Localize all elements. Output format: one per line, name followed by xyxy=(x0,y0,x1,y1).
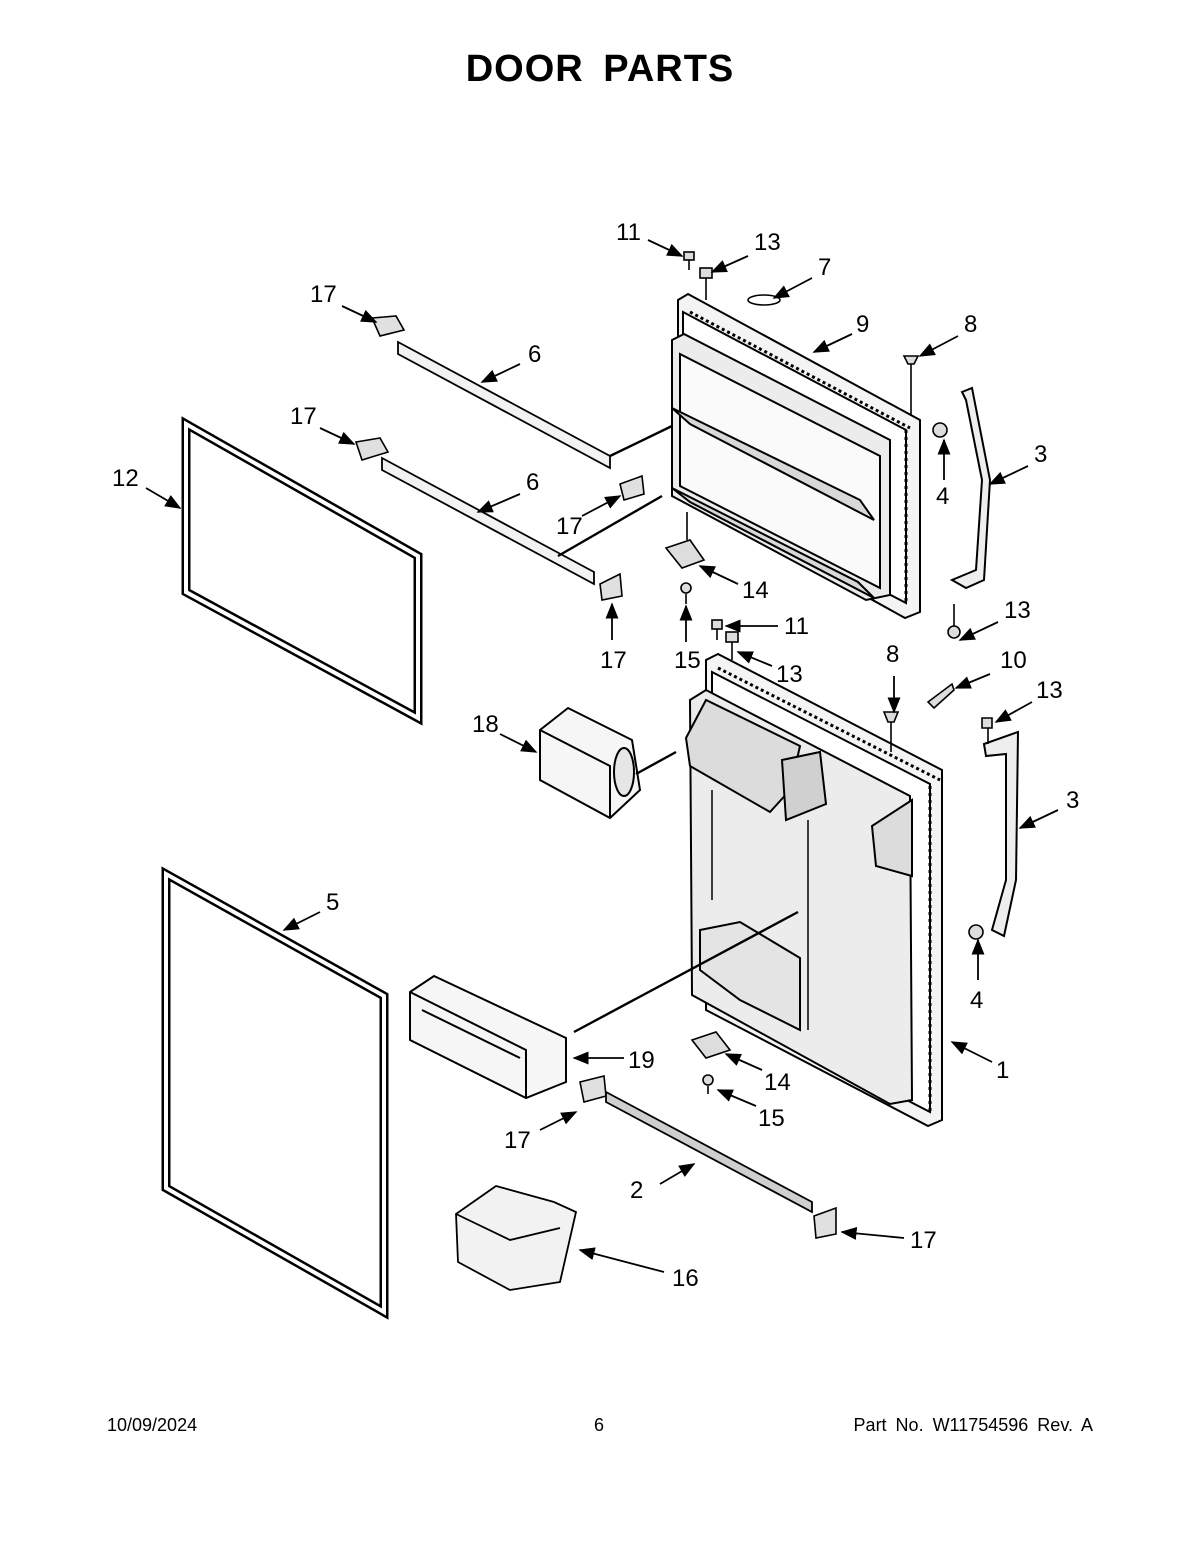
callout-label: 11 xyxy=(784,613,809,640)
callout-label: 9 xyxy=(856,311,869,338)
footer-date: 10/09/2024 xyxy=(107,1415,198,1435)
callout-label: 13 xyxy=(754,229,781,256)
callout-label: 8 xyxy=(886,641,899,668)
fresh-food-door-gasket xyxy=(161,866,389,1320)
callout-label: 6 xyxy=(526,469,539,496)
callout-label: 13 xyxy=(1036,677,1063,704)
callout-labels: 11 13 7 17 9 8 6 3 12 4 17 6 17 14 13 17… xyxy=(112,219,1079,1292)
callout-label: 13 xyxy=(776,661,803,688)
callout-label: 12 xyxy=(112,465,139,492)
callout-label: 7 xyxy=(818,254,831,281)
door-bin xyxy=(409,974,567,1100)
callout-label: 2 xyxy=(630,1177,643,1204)
callout-label: 17 xyxy=(290,403,317,430)
callout-label: 17 xyxy=(504,1127,531,1154)
callout-label: 10 xyxy=(1000,647,1027,674)
callout-label: 17 xyxy=(556,513,583,540)
hardware-parts xyxy=(664,251,993,1094)
callout-label: 11 xyxy=(616,219,641,246)
callout-label: 15 xyxy=(674,647,701,674)
callout-arrows xyxy=(145,239,1059,1273)
callout-label: 3 xyxy=(1066,787,1079,814)
callout-label: 8 xyxy=(964,311,977,338)
callout-label: 15 xyxy=(758,1105,785,1132)
page-title: DOOR PARTS xyxy=(465,48,735,90)
callout-label: 4 xyxy=(970,987,983,1014)
callout-label: 3 xyxy=(1034,441,1047,468)
callout-label: 14 xyxy=(764,1069,791,1096)
callout-label: 17 xyxy=(600,647,627,674)
footer-part-number: Part No. W11754596 Rev. A xyxy=(853,1415,1093,1435)
callout-label: 16 xyxy=(672,1265,699,1292)
freezer-door xyxy=(671,292,921,620)
gallon-bin xyxy=(455,1185,578,1291)
door-trim-strips xyxy=(381,340,813,1214)
fresh-food-door xyxy=(684,652,943,1128)
callout-label: 6 xyxy=(528,341,541,368)
footer-page-number: 6 xyxy=(594,1415,605,1435)
callout-label: 1 xyxy=(996,1057,1009,1084)
assembly-lines xyxy=(557,424,799,1034)
freezer-door-gasket xyxy=(181,416,423,726)
dairy-bin xyxy=(539,706,642,820)
callout-label: 4 xyxy=(936,483,949,510)
end-caps xyxy=(354,315,837,1239)
callout-label: 17 xyxy=(310,281,337,308)
callout-label: 13 xyxy=(1004,597,1031,624)
callout-label: 18 xyxy=(472,711,499,738)
door-handles xyxy=(949,386,1020,938)
callout-label: 5 xyxy=(326,889,339,916)
callout-label: 17 xyxy=(910,1227,937,1254)
callout-label: 19 xyxy=(628,1047,655,1074)
callout-label: 14 xyxy=(742,577,769,604)
